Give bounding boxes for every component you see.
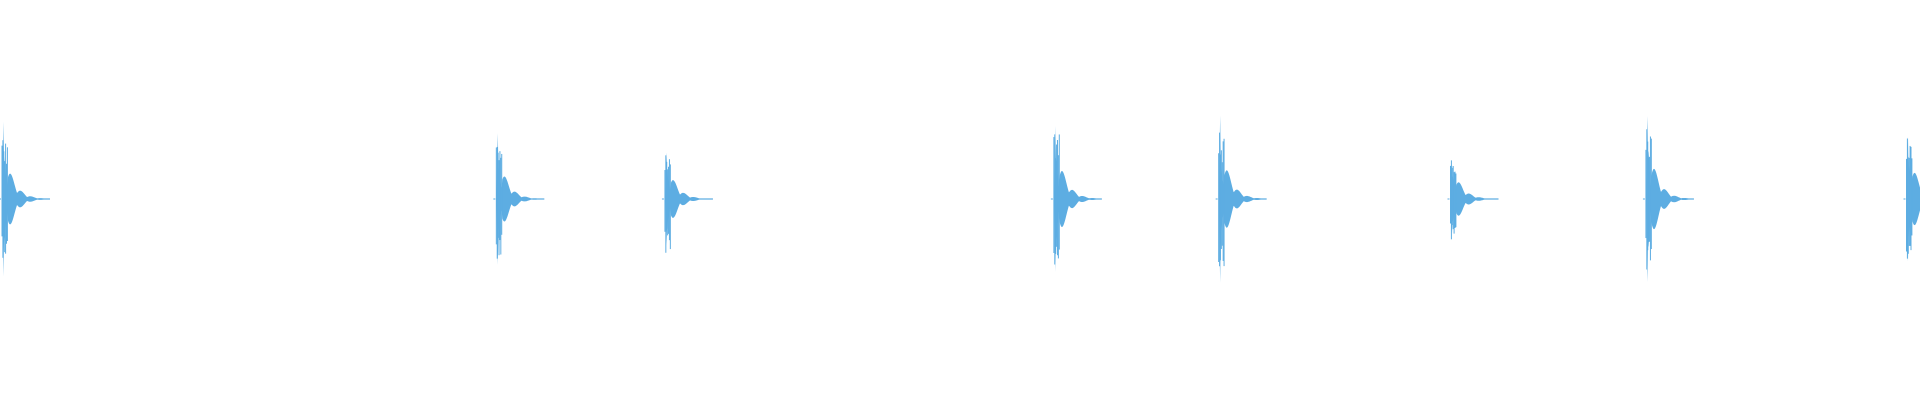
waveform-burst (1447, 160, 1499, 240)
waveform-burst (661, 152, 713, 253)
waveform-envelope (1645, 116, 1694, 282)
waveform-burst (1642, 116, 1694, 282)
waveform-burst (1903, 136, 1920, 262)
waveform-burst (1215, 115, 1267, 283)
waveform-envelope (1450, 164, 1499, 234)
waveform-envelope (2, 121, 50, 277)
waveform-envelope (664, 152, 713, 246)
waveform-burst (0, 121, 50, 277)
waveform-envelope (496, 133, 545, 265)
waveform-burst (1050, 126, 1102, 272)
waveform-envelope (1053, 126, 1102, 272)
waveform-burst (493, 133, 545, 265)
waveform-envelope (1218, 115, 1267, 283)
waveform-bursts (0, 115, 1920, 283)
